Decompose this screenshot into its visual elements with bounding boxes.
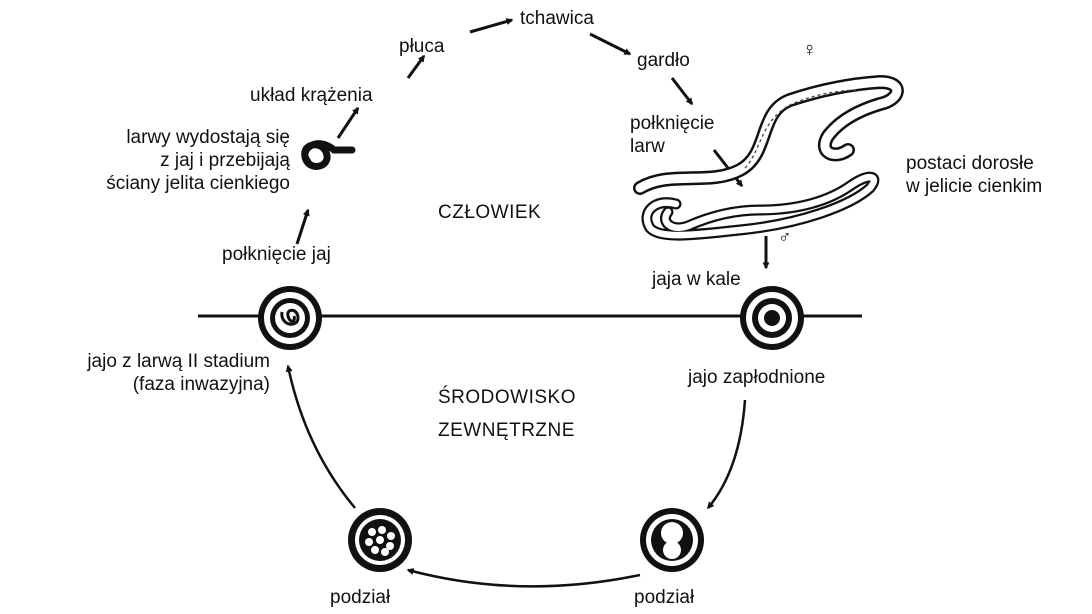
label-pluca: płuca	[399, 36, 445, 57]
label-larwy: larwy wydostają się z jaj i przebijają ś…	[40, 126, 290, 195]
label-polkniecie-larw-2: larw	[630, 136, 665, 157]
label-larwy-1: larwy wydostają się	[126, 127, 290, 148]
label-tchawica: tchawica	[520, 8, 594, 29]
label-polkniecie-jaj: połknięcie jaj	[222, 244, 331, 265]
arrow-left-up	[285, 364, 356, 509]
arrow-to-polkniecie	[670, 77, 694, 106]
egg-fertilized-icon	[740, 286, 804, 350]
label-uklad-krazenia: układ krążenia	[250, 85, 373, 106]
label-larwy-3: ściany jelita cienkiego	[106, 173, 290, 194]
female-symbol: ♀	[802, 39, 817, 61]
label-postaci-1: postaci dorosłe	[906, 153, 1034, 174]
label-jajo-zaplodnione: jajo zapłodnione	[688, 367, 826, 388]
label-podzial-left: podział	[330, 587, 391, 608]
adult-worms-icon	[633, 74, 904, 241]
egg-division-multi-icon	[348, 508, 412, 572]
label-larwy-2: z jaj i przebijają	[160, 150, 290, 171]
label-jajo-larwa-1: jajo z larwą II stadium	[87, 351, 270, 372]
egg-larva-icon	[258, 286, 322, 350]
label-jajo-larwa: jajo z larwą II stadium (faza inwazyjna)	[4, 350, 270, 396]
label-jaja-w-kale: jaja w kale	[652, 269, 741, 290]
label-podzial-right: podział	[634, 587, 695, 608]
arrow-to-uklad	[336, 106, 360, 139]
arrow-right-down	[707, 399, 747, 510]
label-postaci: postaci dorosłe w jelicie cienkim	[906, 152, 1042, 198]
label-polkniecie-larw: połknięcie larw	[630, 112, 715, 158]
zone-srodowisko: ŚRODOWISKO ZEWNĘTRZNE	[438, 386, 576, 442]
zone-srodowisko-1: ŚRODOWISKO	[438, 387, 577, 408]
egg-division-two-icon	[640, 508, 704, 572]
zone-srodowisko-2: ZEWNĘTRZNE	[438, 420, 575, 441]
male-symbol: ♂	[778, 227, 792, 247]
arrow-to-pluca	[406, 54, 426, 79]
label-jajo-larwa-2: (faza inwazyjna)	[132, 374, 270, 395]
larva-hatching-icon	[301, 140, 356, 170]
arrow-bottom	[406, 568, 641, 588]
arrow-to-larwy	[295, 208, 310, 245]
label-polkniecie-larw-1: połknięcie	[630, 113, 715, 134]
arrow-to-tchawica	[469, 18, 514, 34]
arrow-to-gardlo	[589, 32, 632, 56]
label-postaci-2: w jelicie cienkim	[906, 176, 1043, 197]
zone-czlowiek: CZŁOWIEK	[438, 202, 542, 223]
label-gardlo: gardło	[637, 50, 690, 71]
